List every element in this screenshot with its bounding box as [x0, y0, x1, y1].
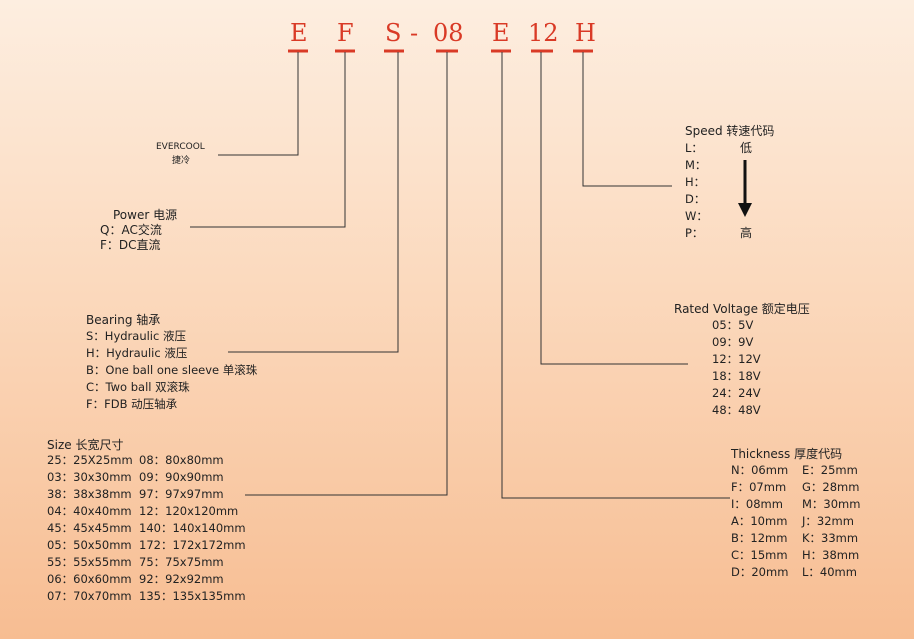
size-list-left: 25：25X25mm 03：30x30mm 38：38x38mm 04：40x4… — [47, 452, 133, 605]
speed-code: H： — [685, 175, 706, 189]
speed-title: Speed 转速代码 — [685, 124, 775, 138]
size-item: 38：38x38mm — [47, 487, 132, 501]
voltage-title: Rated Voltage 额定电压 — [674, 302, 810, 316]
thickness-item: N：06mm — [731, 463, 789, 477]
voltage-list: 05：5V 09：9V 12：12V 18：18V 24：24V 48：48V — [712, 317, 761, 419]
speed-arrow — [738, 160, 752, 217]
voltage-item: 12：12V — [712, 352, 761, 366]
voltage-item: 09：9V — [712, 335, 754, 349]
brand-name: EVERCOOL — [156, 142, 205, 152]
bearing-item: S：Hydraulic 液压 — [86, 329, 186, 343]
brand-sub: 捷冷 — [172, 156, 191, 166]
size-item: 06：60x60mm — [47, 572, 132, 586]
speed-code: M： — [685, 158, 707, 172]
size-item: 45：45x45mm — [47, 521, 132, 535]
thickness-item: H：38mm — [802, 548, 860, 562]
line-size — [245, 52, 448, 496]
size-item: 172：172x172mm — [139, 538, 246, 552]
size-item: 97：97x97mm — [139, 487, 224, 501]
code-letter-h: H — [575, 19, 596, 47]
line-power — [190, 52, 346, 228]
speed-high-label: 高 — [740, 226, 753, 240]
power-title: Power 电源 — [113, 208, 178, 222]
size-title: Size 长宽尺寸 — [47, 438, 124, 452]
bearing-item: H：Hydraulic 液压 — [86, 346, 188, 360]
bearing-item: C：Two ball 双滚珠 — [86, 380, 190, 394]
code-letter-e2: E — [492, 19, 510, 47]
size-item: 55：55x55mm — [47, 555, 132, 569]
speed-code: W： — [685, 209, 708, 223]
bearing-item: F：FDB 动压轴承 — [86, 397, 178, 411]
thickness-item: F：07mm — [731, 480, 787, 494]
size-item: 140：140x140mm — [139, 521, 246, 535]
thickness-item: M：30mm — [802, 497, 861, 511]
thickness-item: L：40mm — [802, 565, 857, 579]
size-item: 25：25X25mm — [47, 453, 133, 467]
thickness-title: Thickness 厚度代码 — [731, 447, 843, 461]
thickness-item: C：15mm — [731, 548, 788, 562]
size-item: 12：120x120mm — [139, 504, 239, 518]
size-list-right: 08：80x80mm 09：90x90mm 97：97x97mm 12：120x… — [139, 452, 246, 605]
thickness-item: J：32mm — [802, 514, 854, 528]
size-item: 07：70x70mm — [47, 589, 132, 603]
code-letter-e: E — [290, 19, 308, 47]
thickness-item: A：10mm — [731, 514, 788, 528]
line-voltage — [540, 52, 688, 365]
bearing-title: Bearing 轴承 — [86, 313, 161, 327]
bearing-item: B：One ball one sleeve 单滚珠 — [86, 363, 258, 377]
code-size-08: 08 — [433, 19, 464, 47]
code-dash: - — [410, 19, 419, 47]
size-item: 04：40x40mm — [47, 504, 132, 518]
size-item: 09：90x90mm — [139, 470, 224, 484]
thickness-item: G：28mm — [802, 480, 860, 494]
size-item: 75：75x75mm — [139, 555, 224, 569]
size-item: 05：50x50mm — [47, 538, 132, 552]
thickness-list-right: E：25mm G：28mm M：30mm J：32mm K：33mm H：38m… — [802, 462, 860, 581]
thickness-list-left: N：06mm F：07mm I：08mm A：10mm B：12mm C：15m… — [731, 462, 788, 581]
speed-low-label: 低 — [740, 141, 753, 155]
speed-code: D： — [685, 192, 706, 206]
thickness-item: B：12mm — [731, 531, 788, 545]
speed-code-list: L： M： H： D： W： P： — [685, 140, 708, 242]
thickness-item: E：25mm — [802, 463, 858, 477]
line-thickness — [501, 52, 730, 499]
code-letter-f: F — [337, 19, 354, 47]
voltage-item: 48：48V — [712, 403, 761, 417]
thickness-item: I：08mm — [731, 497, 783, 511]
size-item: 92：92x92mm — [139, 572, 224, 586]
line-brand — [218, 52, 299, 156]
line-speed — [582, 52, 672, 187]
thickness-item: D：20mm — [731, 565, 789, 579]
code-letter-s: S — [385, 19, 402, 47]
bearing-list: S：Hydraulic 液压 H：Hydraulic 液压 B：One ball… — [86, 328, 257, 413]
speed-code: L： — [685, 141, 703, 155]
voltage-item: 24：24V — [712, 386, 761, 400]
power-item-q: Q：AC交流 — [100, 223, 162, 237]
thickness-item: K：33mm — [802, 531, 859, 545]
power-item-f: F：DC直流 — [100, 238, 161, 252]
size-item: 03：30x30mm — [47, 470, 132, 484]
voltage-item: 18：18V — [712, 369, 761, 383]
size-item: 08：80x80mm — [139, 453, 224, 467]
speed-code: P： — [685, 226, 704, 240]
line-bearing — [228, 52, 399, 353]
code-voltage-12: 12 — [528, 19, 559, 47]
size-item: 135：135x135mm — [139, 589, 246, 603]
voltage-item: 05：5V — [712, 318, 754, 332]
